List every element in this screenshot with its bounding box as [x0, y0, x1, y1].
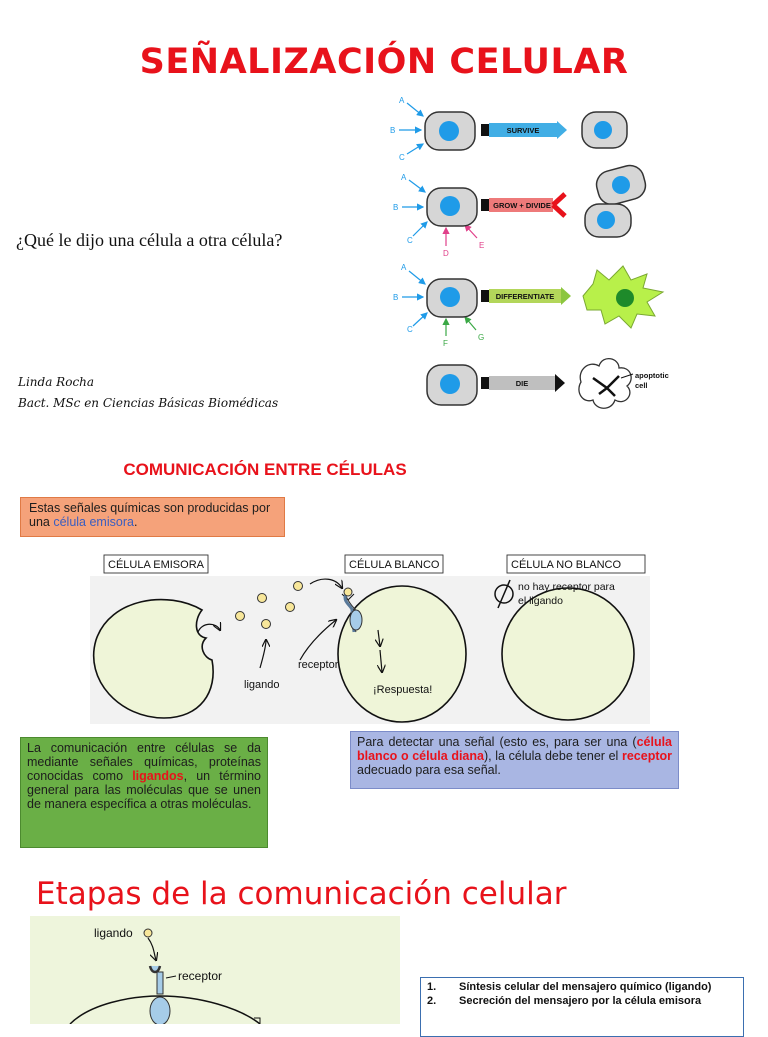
- svg-text:cell: cell: [635, 381, 648, 390]
- svg-text:B: B: [390, 126, 395, 135]
- svg-text:B: B: [393, 293, 398, 302]
- svg-text:A: A: [399, 96, 405, 105]
- author-name: Linda Rocha: [18, 375, 94, 389]
- survive-row: A B C SURVIVE: [390, 96, 627, 162]
- svg-text:CÉLULA BLANCO: CÉLULA BLANCO: [349, 558, 440, 571]
- svg-text:receptor: receptor: [298, 659, 339, 671]
- question-text: ¿Qué le dijo una célula a otra célula?: [16, 230, 282, 251]
- svg-text:A: A: [401, 263, 407, 272]
- svg-text:CÉLULA EMISORA: CÉLULA EMISORA: [108, 558, 205, 571]
- svg-text:B: B: [393, 203, 398, 212]
- orange-note-box: Estas señales químicas son producidas po…: [20, 497, 285, 537]
- etapas-diagram: ligando receptor: [30, 916, 400, 1024]
- svg-text:G: G: [478, 333, 484, 342]
- etapas-title: Etapas de la comunicación celular: [36, 876, 567, 912]
- svg-text:el ligando: el ligando: [518, 595, 563, 607]
- svg-text:no hay receptor para: no hay receptor para: [518, 581, 615, 593]
- svg-text:apoptotic: apoptotic: [635, 371, 669, 380]
- svg-text:SURVIVE: SURVIVE: [507, 126, 540, 135]
- die-row: DIE apoptotic cell: [427, 359, 669, 409]
- blue-note-box: Para detectar una señal (esto es, para s…: [350, 731, 679, 789]
- step-item: 1.Síntesis celular del mensajero químico…: [427, 981, 737, 993]
- differentiate-row: A B C F G DIFFERENTIATE: [393, 263, 663, 348]
- green-note-box: La comunicación entre células se da medi…: [20, 737, 268, 848]
- cell-fate-diagram: A B C SURVIVE A B C D E GROW + DIVIDE: [385, 88, 685, 413]
- svg-text:A: A: [401, 173, 407, 182]
- grow-row: A B C D E GROW + DIVIDE: [393, 162, 649, 258]
- svg-text:DIE: DIE: [516, 379, 529, 388]
- steps-box: 1.Síntesis celular del mensajero químico…: [420, 977, 744, 1037]
- svg-text:¡Respuesta!: ¡Respuesta!: [373, 684, 432, 696]
- step-item: 2.Secreción del mensajero por la célula …: [427, 995, 737, 1007]
- svg-text:D: D: [443, 249, 449, 258]
- svg-text:E: E: [479, 241, 484, 250]
- svg-text:ligando: ligando: [244, 679, 279, 691]
- page-title: SEÑALIZACIÓN CELULAR: [0, 42, 768, 82]
- svg-text:receptor: receptor: [178, 969, 222, 983]
- svg-text:GROW + DIVIDE: GROW + DIVIDE: [493, 201, 551, 210]
- svg-text:C: C: [399, 153, 405, 162]
- svg-text:C: C: [407, 236, 413, 245]
- svg-text:C: C: [407, 325, 413, 334]
- section-title: COMUNICACIÓN ENTRE CÉLULAS: [0, 460, 530, 480]
- svg-text:CÉLULA NO BLANCO: CÉLULA NO BLANCO: [511, 558, 621, 571]
- cell-communication-diagram: CÉLULA EMISORA CÉLULA BLANCO CÉLULA NO B…: [90, 550, 650, 725]
- svg-text:F: F: [443, 339, 448, 348]
- svg-text:DIFFERENTIATE: DIFFERENTIATE: [496, 292, 555, 301]
- svg-text:ligando: ligando: [94, 926, 133, 940]
- author-degree: Bact. MSc en Ciencias Básicas Biomédicas: [18, 396, 278, 410]
